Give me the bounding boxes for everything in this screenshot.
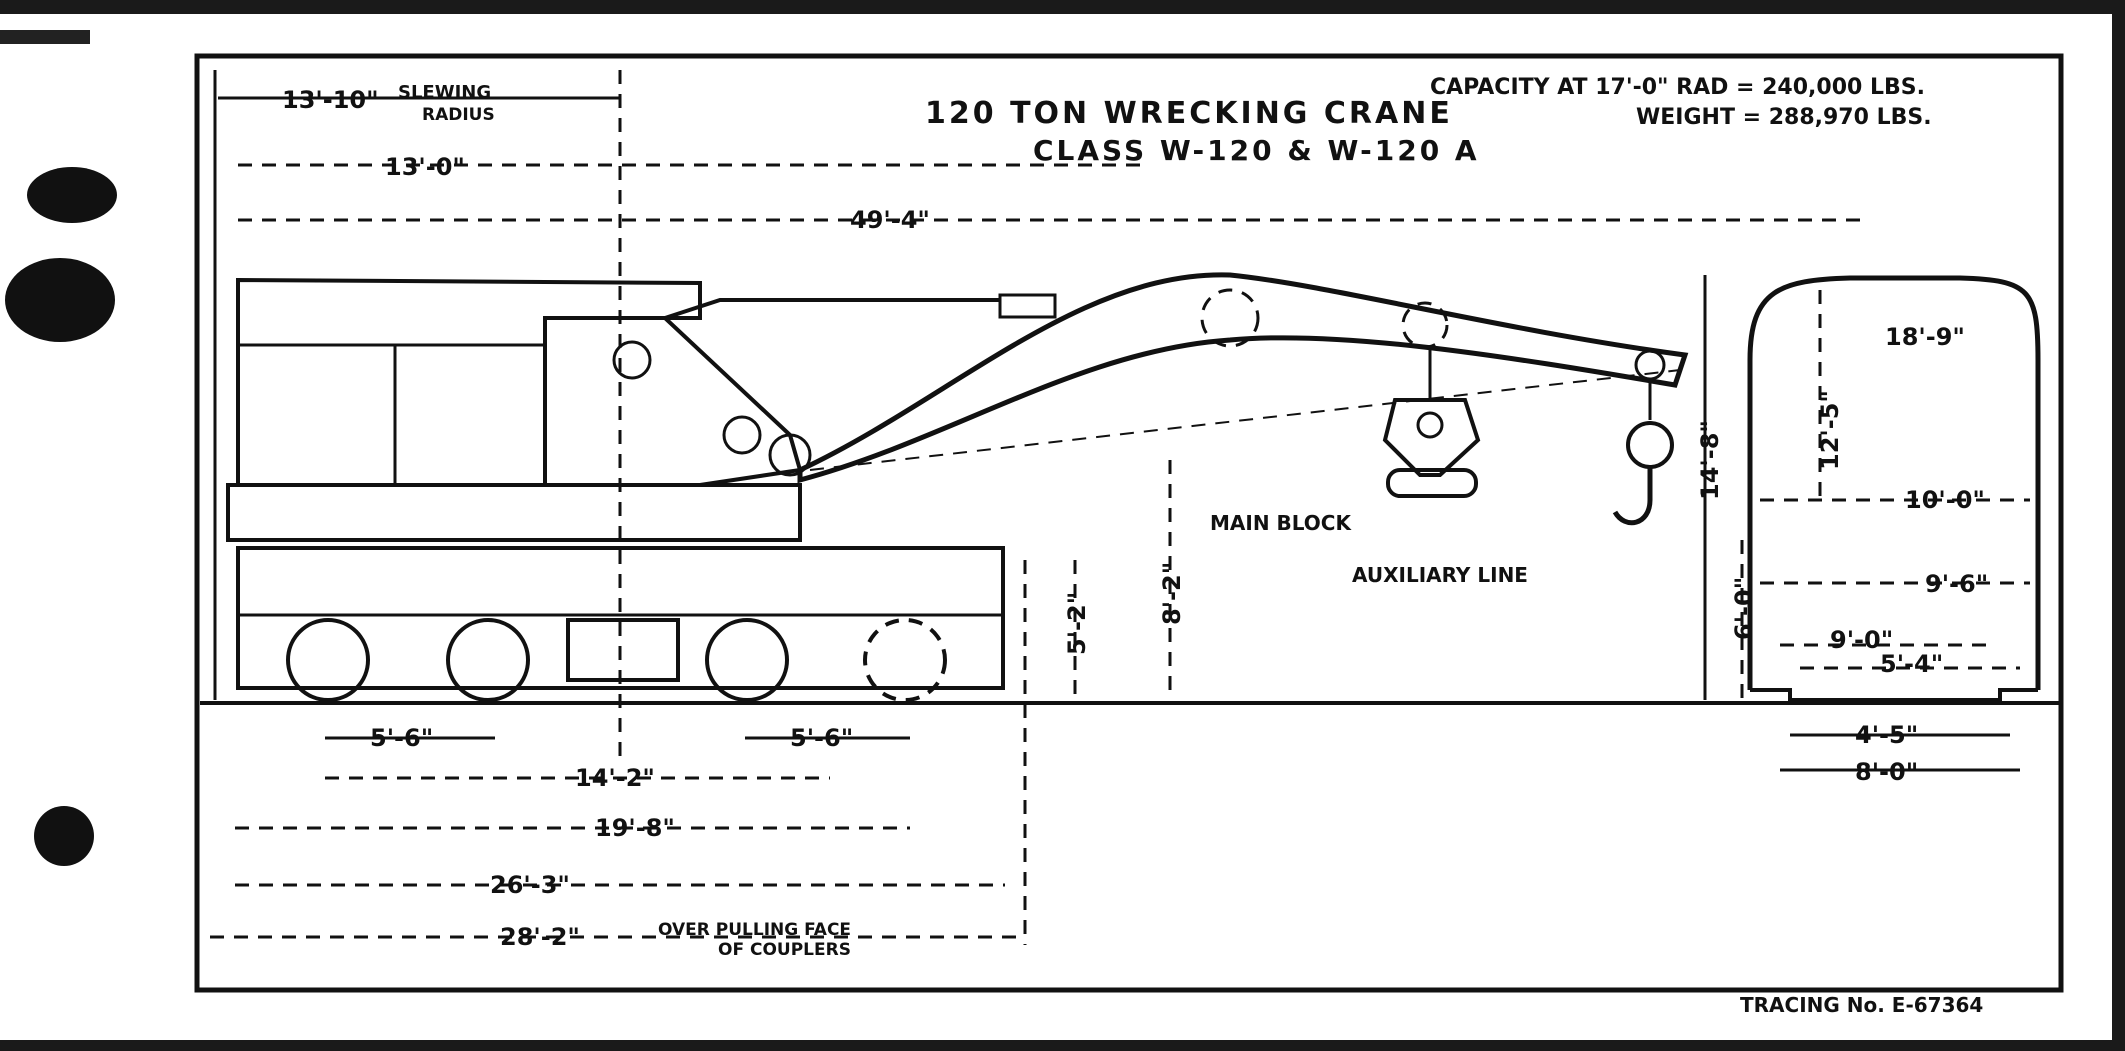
dim-19-8: 19'-8" bbox=[595, 814, 675, 842]
c-10-0: 10'-0" bbox=[1905, 486, 1985, 514]
punch-hole bbox=[5, 258, 115, 342]
slewing-label-1: SLEWING bbox=[398, 82, 491, 103]
hoist-gear bbox=[998, 293, 1057, 319]
scan-right-edge bbox=[2112, 0, 2125, 1051]
truck-right-dim: 5'-6" bbox=[790, 724, 853, 752]
bolster bbox=[566, 618, 680, 682]
aux-hook bbox=[1612, 468, 1653, 526]
scan-smudge bbox=[0, 30, 90, 44]
h-5-2: 5'-2" bbox=[1063, 592, 1091, 655]
capacity-text: CAPACITY AT 17'-0" RAD = 240,000 LBS. bbox=[1430, 75, 1925, 100]
boom-centerline bbox=[809, 369, 1681, 471]
scan-bottom-edge bbox=[0, 1040, 2125, 1051]
tracing-number: TRACING No. E-67364 bbox=[1740, 993, 1983, 1017]
class-line: CLASS W-120 & W-120 A bbox=[1033, 134, 1480, 167]
c-9-6: 9'-6" bbox=[1925, 570, 1988, 598]
dim-13-0: 13'-0" bbox=[385, 153, 465, 181]
wheel bbox=[863, 618, 947, 702]
dim-28-2: 28'-2" bbox=[500, 923, 580, 951]
punch-hole bbox=[34, 806, 94, 866]
c-12-5: 12'-5" bbox=[1816, 390, 1844, 470]
boom-backstay bbox=[664, 298, 1000, 320]
wheel bbox=[705, 618, 789, 702]
main-block-label: MAIN BLOCK bbox=[1210, 511, 1352, 535]
wheel bbox=[286, 618, 370, 702]
clearance-base bbox=[1750, 688, 2038, 702]
punch-hole bbox=[27, 167, 117, 223]
h-6-0: 6'-0" bbox=[1730, 577, 1758, 640]
aux-block bbox=[1626, 421, 1674, 469]
dim-14-2: 14'-2" bbox=[575, 764, 655, 792]
c-9-0: 9'-0" bbox=[1830, 626, 1893, 654]
boom-foot-pin bbox=[768, 433, 812, 477]
dim-26-3: 26'-3" bbox=[490, 871, 570, 899]
slewing-label-2: RADIUS bbox=[422, 105, 495, 125]
slewing-radius-dim: 13'-10" bbox=[282, 86, 379, 114]
c-4-5: 4'-5" bbox=[1855, 721, 1918, 749]
boom-sheave bbox=[1200, 288, 1260, 348]
aux-line-label: AUXILIARY LINE bbox=[1352, 563, 1528, 587]
weight-text: WEIGHT = 288,970 LBS. bbox=[1636, 105, 1932, 130]
sheave-pin bbox=[722, 415, 762, 455]
h-8-2: 8'-2" bbox=[1158, 562, 1186, 625]
h-14-8: 14'-8" bbox=[1696, 420, 1724, 500]
boom-tip-sheave bbox=[1634, 349, 1666, 381]
car-frame bbox=[236, 546, 1005, 690]
scan-top-edge bbox=[0, 0, 2125, 14]
c-5-4: 5'-4" bbox=[1880, 650, 1943, 678]
c-8-0: 8'-0" bbox=[1855, 758, 1918, 786]
over-pulling-label-1: OVER PULLING FACE bbox=[658, 920, 851, 940]
clearance-outline bbox=[1747, 275, 2041, 690]
sheave-pin bbox=[612, 340, 652, 380]
main-block-yoke bbox=[1386, 468, 1478, 498]
wheel bbox=[446, 618, 530, 702]
main-block-sheave bbox=[1416, 411, 1444, 439]
dim-49-4: 49'-4" bbox=[850, 206, 930, 234]
drawing-frame bbox=[194, 53, 2064, 993]
main-block-hook bbox=[1382, 398, 1481, 477]
truck-left-dim: 5'-6" bbox=[370, 724, 433, 752]
c-18-9: 18'-9" bbox=[1885, 323, 1965, 351]
drawing-title: 120 TON WRECKING CRANE bbox=[925, 96, 1453, 131]
boom-sheave bbox=[1401, 301, 1449, 349]
over-pulling-label-2: OF COUPLERS bbox=[718, 940, 851, 960]
